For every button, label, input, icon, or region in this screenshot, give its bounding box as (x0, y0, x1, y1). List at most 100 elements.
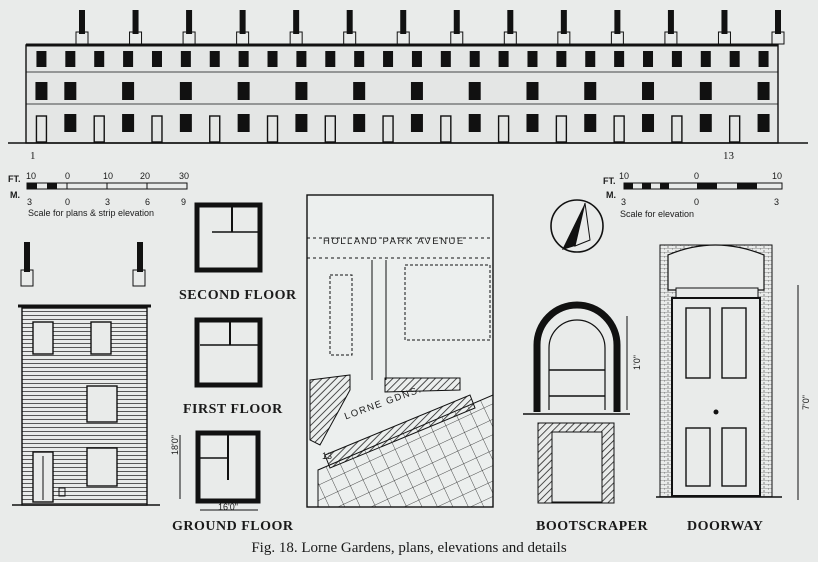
right-scale-ft-tick: 10 (619, 171, 630, 181)
strip-window (643, 51, 654, 67)
strip-chimney-stack (557, 31, 571, 45)
left-scale-caption: Scale for plans & strip elevation (28, 208, 155, 218)
strip-door (613, 115, 625, 143)
strip-window (122, 114, 135, 132)
strip-window (469, 51, 480, 67)
strip-window (585, 51, 596, 67)
map-label-avenue: HOLLAND PARK AVENUE (323, 236, 465, 247)
left-scale-m-tick: 0 (65, 197, 71, 207)
strip-window (238, 51, 249, 67)
strip-door (151, 115, 163, 143)
figure-caption: Fig. 18. Lorne Gardens, plans, elevation… (251, 540, 567, 556)
strip-window (383, 51, 394, 67)
strip-window (526, 114, 539, 132)
strip-window (123, 51, 134, 67)
right-scale-m-label: M. (606, 190, 616, 200)
strip-window (411, 51, 422, 67)
strip-window (180, 51, 191, 67)
site-map (306, 194, 494, 508)
strip-door (728, 115, 741, 143)
left-scale-m-label: M. (10, 190, 20, 200)
strip-chimney-stack (664, 31, 678, 45)
strip-door (324, 115, 336, 143)
strip-window (354, 51, 365, 67)
right-scale-m-tick: 3 (621, 197, 627, 207)
strip-window (64, 82, 77, 100)
strip-chimney-stack (182, 31, 196, 45)
strip-window (122, 82, 135, 100)
strip-window (353, 82, 366, 100)
strip-door (440, 115, 452, 143)
left-scale-ft-tick: 20 (140, 171, 151, 181)
strip-chimney (560, 10, 567, 34)
strip-window (757, 82, 770, 100)
strip-chimney (132, 10, 139, 34)
strip-window (440, 51, 451, 67)
right-scale-ft-tick: 10 (772, 171, 783, 181)
strip-chimney-stack (503, 31, 517, 45)
strip-chimney (239, 10, 246, 34)
second-floor-label: SECOND FLOOR (179, 288, 297, 303)
doorway-dimension: 7'0" (801, 395, 811, 410)
bootscraper-label: BOOTSCRAPER (536, 519, 649, 534)
strip-chimney (79, 10, 85, 34)
strip-chimney (293, 10, 300, 34)
strip-chimney (721, 10, 728, 34)
strip-chimney-stack (129, 31, 143, 45)
strip-chimney (453, 10, 460, 34)
strip-window (758, 51, 769, 67)
strip-window (237, 114, 250, 132)
strip-chimney-stack (450, 31, 464, 45)
strip-window (699, 114, 712, 132)
strip-chimney (614, 10, 621, 34)
left-scale-m-tick: 3 (27, 197, 33, 207)
strip-window (94, 51, 105, 67)
left-scale-bar (26, 182, 188, 190)
strip-window (699, 82, 712, 100)
strip-window (410, 114, 423, 132)
house-number-end: 13 (723, 150, 734, 162)
strip-window (584, 114, 597, 132)
strip-window (671, 51, 682, 67)
strip-window (468, 114, 481, 132)
right-scale-m-tick: 3 (774, 197, 780, 207)
strip-door (93, 115, 105, 143)
strip-window (267, 51, 278, 67)
strip-window (151, 51, 162, 67)
strip-chimney-stack (396, 31, 410, 45)
strip-chimney-stack (75, 31, 89, 45)
strip-chimney-stack (236, 31, 250, 45)
strip-elevation (8, 10, 808, 144)
left-scale-m-tick: 6 (145, 197, 151, 207)
strip-window (325, 51, 336, 67)
strip-window (295, 82, 308, 100)
left-scale-ft-tick: 30 (179, 171, 190, 181)
left-scale-ft-tick: 10 (26, 171, 37, 181)
strip-door (266, 115, 279, 143)
left-scale-m-tick: 9 (181, 197, 187, 207)
right-scale-bar (623, 182, 783, 190)
strip-window (642, 114, 655, 132)
strip-door (671, 115, 683, 143)
ground-floor-label: GROUND FLOOR (172, 519, 294, 534)
strip-window (295, 114, 308, 132)
strip-window (179, 114, 192, 132)
strip-door (209, 115, 221, 143)
left-scale-ft-tick: 10 (103, 171, 114, 181)
doorway-label: DOORWAY (687, 519, 764, 534)
strip-window (36, 51, 47, 67)
strip-window (64, 114, 77, 132)
right-scale-ft-label: FT. (603, 176, 616, 186)
bootscraper-dimension: 1'0" (632, 355, 642, 370)
strip-window (353, 114, 366, 132)
strip-chimney-stack (610, 31, 624, 45)
floor-plans (179, 202, 263, 511)
strip-chimney-stack (717, 31, 731, 45)
strip-window (526, 82, 539, 100)
strip-window (556, 51, 567, 67)
left-scale-ft-tick: 0 (65, 171, 71, 181)
strip-window (209, 51, 220, 67)
strip-window (410, 82, 423, 100)
strip-chimney-stack (289, 31, 303, 45)
